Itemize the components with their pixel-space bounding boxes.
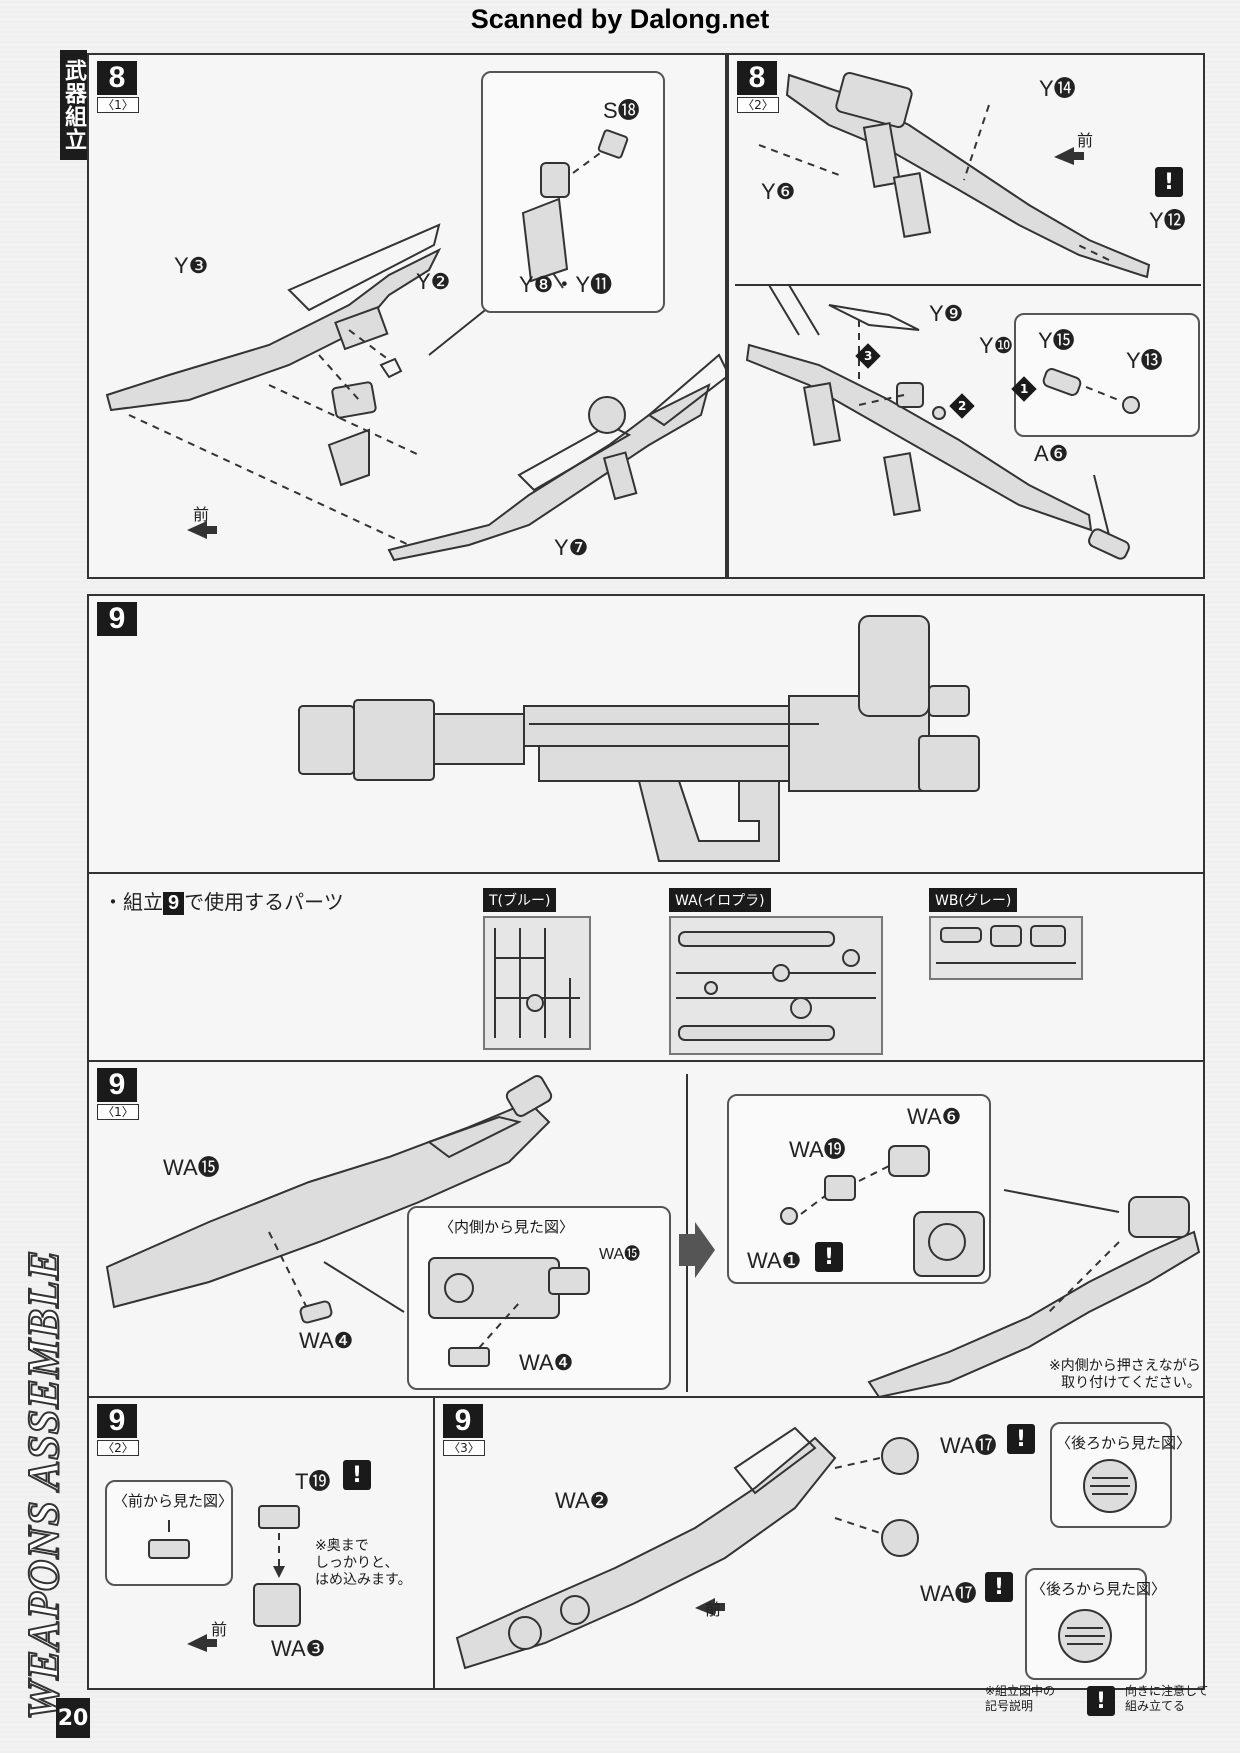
- vertical-title: WEAPONS ASSEMBLE: [18, 1249, 69, 1721]
- label-y2: Y❷: [416, 269, 451, 294]
- socket-parts-illustration: [780, 1145, 985, 1277]
- symbol-legend: ※組立図中の 記号説明 ! 向きに注意して 組み立てる: [985, 1676, 1215, 1736]
- note-inner-press: ※内側から押さえながら 取り付けてください。: [1049, 1358, 1201, 1391]
- parts-heading-step: 9: [163, 892, 185, 915]
- barrel-illustration: [105, 1074, 1201, 1399]
- panel-step9-3: 9 〈3〉 〈後ろから見た図〉 〈後ろから見た図〉 WA❷ WA⓱ ! WA⓱: [435, 1398, 1205, 1690]
- step-number: 8: [737, 61, 777, 95]
- front-view-illustration: [148, 1520, 190, 1559]
- sub-step: 〈2〉: [97, 1440, 139, 1456]
- rifle-frame-illustration: [105, 223, 731, 562]
- label-y7: Y❼: [554, 535, 589, 560]
- label-y8-y11: Y❽・Y⓫: [519, 272, 613, 297]
- clip-assembly-illustration: [187, 1505, 301, 1652]
- caution-icon: !: [1007, 1424, 1035, 1454]
- label-wa6: WA❻: [907, 1104, 962, 1129]
- barrel-cap-illustration: [455, 1426, 919, 1670]
- runner-t-sprues: [494, 928, 580, 1038]
- label-wa19: WA⓳: [789, 1137, 846, 1162]
- label-a6: A❻: [1034, 441, 1069, 466]
- sub-step: 〈3〉: [443, 1440, 485, 1456]
- runner-wa: [669, 916, 883, 1055]
- sub-step: 〈1〉: [97, 97, 139, 113]
- caution-icon: !: [815, 1242, 843, 1272]
- page-number: 20: [56, 1698, 90, 1738]
- label-y10: Y❿: [979, 333, 1014, 358]
- label-y13: Y⓭: [1126, 348, 1163, 373]
- inner-label-wa15: WA⓯: [599, 1246, 641, 1263]
- parts-heading-prefix: ・組立: [103, 892, 163, 914]
- inset-inner-view: 〈内側から見た図〉 WA⓯ WA❹: [407, 1206, 671, 1390]
- caution-icon: !: [343, 1460, 371, 1490]
- inset-grip-detail: S⓲ Y❽・Y⓫: [481, 71, 665, 313]
- inset-muzzle-detail: Y⓯ Y⓭: [1014, 313, 1200, 437]
- note-press-firmly: ※奥まで しっかりと、 はめ込みます。: [315, 1538, 412, 1588]
- front-view-title: 〈前から見た図〉: [113, 1492, 234, 1510]
- label-wa3: WA❸: [271, 1636, 326, 1661]
- label-front: 前: [705, 1602, 722, 1619]
- legend-right-text: 向きに注意して 組み立てる: [1125, 1684, 1209, 1713]
- runner-wb-title: WB(グレー): [929, 888, 1018, 912]
- step-number: 9: [97, 1068, 137, 1102]
- label-s18: S⓲: [603, 98, 640, 123]
- step-number: 9: [443, 1404, 483, 1438]
- label-wa17-bottom: WA⓱: [920, 1581, 977, 1606]
- grip-detail-illustration: [521, 129, 629, 289]
- runner-wb: [929, 916, 1083, 980]
- inset-front-view: 〈前から見た図〉: [105, 1480, 233, 1586]
- step-number: 9: [97, 1404, 137, 1438]
- label-wa15: WA⓯: [163, 1155, 220, 1180]
- panel-step8-2: 8 〈2〉 Y⓯ Y⓭ Y⓮ Y❻: [727, 53, 1205, 579]
- runner-t: [483, 916, 591, 1050]
- inner-view-title: 〈内側から見た図〉: [439, 1218, 575, 1236]
- label-wa1: WA❶: [747, 1248, 802, 1273]
- label-front: 前: [1077, 133, 1094, 150]
- rifle-assembly-illustration: [735, 71, 1201, 560]
- panel-step9-2: 9 〈2〉 〈前から見た図〉 T⓳ ! WA❸ 前 ※奥まで しっかりと、 はめ…: [87, 1398, 435, 1690]
- legend-left-text: ※組立図中の 記号説明: [985, 1684, 1056, 1713]
- muzzle-detail-illustration: [1042, 368, 1140, 414]
- runner-wb-sprues: [936, 925, 1076, 964]
- scan-credit: Scanned by Dalong.net: [470, 4, 770, 34]
- caution-icon: !: [985, 1572, 1013, 1602]
- panel-step8-1: 8 〈1〉 S⓲ Y❽: [87, 53, 731, 579]
- sub-step: 〈1〉: [97, 1104, 139, 1120]
- runner-wa-sprues: [676, 931, 876, 1041]
- label-y14: Y⓮: [1039, 76, 1076, 101]
- inset-rear-view-bottom: 〈後ろから見た図〉: [1025, 1568, 1166, 1680]
- inset-socket-parts: WA❻ WA⓳ WA❶ !: [727, 1094, 991, 1284]
- caution-icon: !: [1087, 1686, 1115, 1716]
- sub-step: 〈2〉: [737, 97, 779, 113]
- rear-view-top-title: 〈後ろから見た図〉: [1056, 1434, 1192, 1452]
- runner-wa-title: WA(イロプラ): [669, 888, 771, 912]
- completed-rifle-illustration: [298, 615, 980, 862]
- label-y15: Y⓯: [1038, 328, 1075, 353]
- step-number: 9: [97, 602, 137, 636]
- panel-step9-1: 9 〈1〉 〈内側から見た図〉 WA⓯ WA❹: [87, 1062, 1205, 1399]
- label-wa4: WA❹: [299, 1328, 354, 1353]
- caution-icon: !: [1155, 167, 1183, 197]
- label-wa17-top: WA⓱: [940, 1433, 997, 1458]
- label-y12: Y⓬: [1149, 208, 1186, 233]
- section-tab: 武器組立: [60, 50, 87, 160]
- label-front: 前: [211, 1622, 228, 1639]
- parts-heading-suffix: で使用するパーツ: [184, 892, 344, 914]
- label-wa2: WA❷: [555, 1488, 610, 1513]
- inner-label-wa4: WA❹: [519, 1350, 574, 1375]
- step-number: 8: [97, 61, 137, 95]
- inner-view-illustration: [428, 1257, 590, 1367]
- panel-step9: 9: [87, 594, 1205, 874]
- rear-view-bottom-title: 〈後ろから見た図〉: [1031, 1580, 1167, 1598]
- label-y6: Y❻: [761, 179, 796, 204]
- inset-rear-view-top: 〈後ろから見た図〉: [1050, 1422, 1191, 1528]
- runner-t-title: T(ブルー): [483, 888, 557, 912]
- rear-view-top-illustration: [1083, 1459, 1137, 1513]
- label-front: 前: [193, 507, 210, 524]
- label-y9: Y❾: [929, 301, 964, 326]
- rear-view-bottom-illustration: [1058, 1609, 1112, 1663]
- label-t19: T⓳: [295, 1469, 331, 1494]
- label-y3: Y❸: [174, 253, 209, 278]
